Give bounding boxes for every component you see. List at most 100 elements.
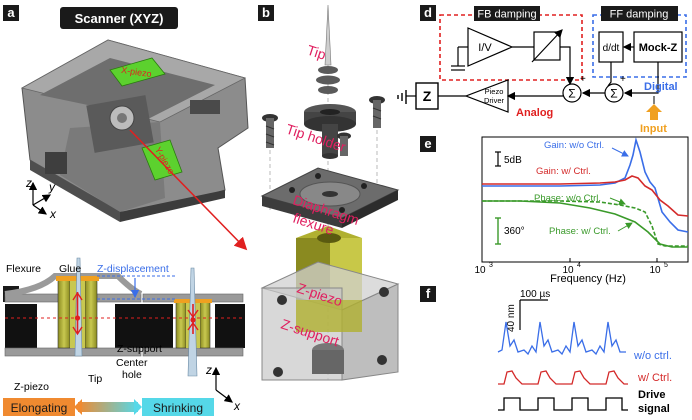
axis-z-label-c: z	[205, 363, 212, 377]
ddt-block	[598, 31, 624, 63]
gain-w-label: Gain: w/ Ctrl.	[536, 166, 591, 177]
xtick-10e4: 10 4	[562, 262, 581, 276]
z-label-d: Z	[423, 88, 432, 104]
panel-d-letter: d	[424, 5, 432, 20]
plot-e-frame	[481, 136, 689, 263]
label-z-displacement: Z-displacement	[97, 263, 169, 275]
ff-damping-title: FF damping	[610, 9, 669, 21]
scanner-title: Scanner (XYZ)	[75, 11, 164, 26]
wo-ctrl-label: w/o ctrl.	[633, 350, 672, 362]
panel-a-axes: z y x	[25, 176, 57, 221]
shrinking-badge	[142, 398, 214, 416]
drive-label-2: signal	[638, 403, 670, 415]
svg-text:4: 4	[577, 262, 581, 269]
w-ctrl-trace	[498, 370, 628, 385]
z-support-part	[260, 261, 400, 381]
xtick-10e5: 10 5	[649, 262, 668, 276]
panel-b-letter-box	[258, 5, 274, 21]
diaphragm-flexure-part	[260, 167, 400, 228]
svg-text:10: 10	[562, 265, 574, 276]
drive-label-1: Drive	[638, 389, 666, 401]
fb-damping-title: FB damping	[477, 9, 536, 21]
axis-y-label-a: y	[48, 180, 56, 194]
phase-w-ctrl-curve	[482, 200, 688, 248]
tip-part	[324, 4, 332, 66]
label-glue: Glue	[59, 263, 81, 275]
plus-ff: +	[620, 74, 626, 85]
zoom-arrow	[129, 129, 248, 251]
phase-w-label: Phase: w/ Ctrl.	[549, 226, 611, 237]
input-label: Input	[640, 123, 667, 135]
phase-wo-ctrl-curve	[482, 200, 688, 247]
gain-wo-ctrl-curve	[482, 136, 689, 233]
plus-fb: +	[580, 74, 586, 85]
panel-c: c	[3, 257, 245, 416]
panel-f-letter-box	[420, 286, 436, 302]
sum-ff-label: Σ	[610, 87, 617, 101]
sum-fb-label: Σ	[568, 87, 575, 101]
panel-a-letter: a	[7, 5, 15, 20]
screw-left	[262, 114, 278, 148]
scale-100us-label: 100 µs	[520, 289, 550, 300]
axis-x-label-c: x	[233, 399, 241, 413]
w-ctrl-label: w/ Ctrl.	[637, 372, 672, 384]
x-piezo-block	[109, 57, 166, 87]
gain-w-ctrl-curve	[482, 175, 689, 217]
analog-label: Analog	[516, 107, 553, 119]
svg-text:10: 10	[474, 265, 486, 276]
label-flexure: Flexure	[6, 263, 41, 275]
wo-ctrl-trace	[497, 321, 626, 356]
screw-center	[337, 132, 351, 156]
panel-f: f 100 µs 40 nm w/o ctrl. w/ Ctrl. Drive …	[420, 286, 672, 415]
shrinking-label: Shrinking	[153, 401, 203, 415]
y-piezo-block	[141, 139, 183, 181]
svg-text:10: 10	[649, 265, 661, 276]
scale-40nm-label: 40 nm	[506, 304, 517, 332]
digital-label: Digital	[644, 81, 678, 93]
panel-f-letter: f	[426, 286, 431, 301]
piezo-driver-label-1: Piezo	[485, 87, 504, 96]
label-tip-b: Tip	[305, 42, 328, 63]
elongating-label: Elongating	[11, 401, 68, 415]
panel-c-axes: z x	[205, 363, 241, 413]
scale-5db-label: 5dB	[504, 155, 522, 166]
xlabel-frequency: Frequency (Hz)	[550, 273, 626, 285]
label-z-piezo-c: Z-piezo	[14, 381, 49, 393]
drive-signal-trace	[498, 397, 628, 411]
piezo-driver-label-2: Driver	[484, 96, 505, 105]
svg-text:5: 5	[664, 262, 668, 269]
label-tip-c: Tip	[88, 373, 102, 385]
left-assembly	[4, 257, 147, 357]
scale-360-label: 360°	[504, 226, 525, 237]
panel-b-letter: b	[262, 5, 270, 20]
label-center-hole-1: Center	[116, 357, 148, 369]
label-z-support: Z-support	[117, 343, 162, 355]
panel-a-letter-box	[3, 5, 19, 21]
transition-arrow	[78, 402, 138, 412]
x-piezo-label: X-piezo	[121, 65, 153, 79]
axis-x-label-a: x	[49, 207, 57, 221]
label-center-hole-2: hole	[122, 369, 142, 381]
sum-node-fb	[562, 83, 582, 103]
tip-holder-part	[304, 104, 356, 159]
elongating-badge	[3, 398, 75, 416]
gain-wo-label: Gain: w/o Ctrl.	[544, 140, 604, 151]
panel-e-letter: e	[424, 136, 431, 151]
ddt-label: d/dt	[603, 43, 620, 54]
panel-e: e 5dB 360° Gain: w/o Ctrl. Gain: w/ Ctrl…	[420, 136, 689, 285]
right-assembly	[142, 267, 245, 377]
panel-a: a Scanner (XYZ) X-piezo Y-piezo z y	[3, 5, 249, 251]
axis-z-label-a: z	[25, 176, 32, 190]
panel-e-letter-box	[420, 136, 436, 152]
input-arrow	[646, 104, 662, 120]
panel-d: d FB damping FF damping I/V d/dt Mock-Z …	[397, 5, 687, 135]
mockz-block	[633, 31, 683, 63]
iv-label: I/V	[478, 42, 492, 54]
scanner-title-box	[60, 7, 178, 29]
panel-d-letter-box	[420, 5, 436, 21]
mockz-label: Mock-Z	[639, 42, 678, 54]
phase-wo-label: Phase: w/o Ctrl.	[534, 193, 601, 204]
svg-text:3: 3	[489, 262, 493, 269]
panel-b: b	[258, 4, 400, 381]
